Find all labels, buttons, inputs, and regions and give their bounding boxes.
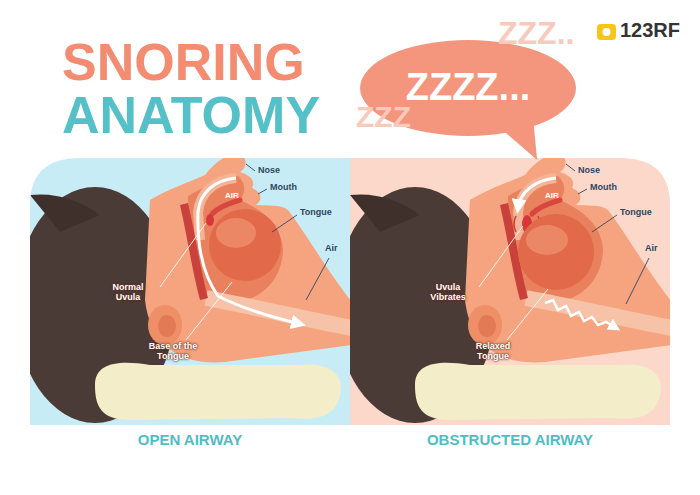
logo-lens xyxy=(603,28,611,36)
leader-line xyxy=(272,215,297,232)
leader-line xyxy=(566,164,575,171)
panel-caption: OPEN AIRWAY xyxy=(30,432,350,449)
leader-line xyxy=(592,215,617,232)
part-label: Normal Uvula xyxy=(100,283,156,303)
part-label: Air xyxy=(645,244,658,254)
tongue xyxy=(518,214,594,290)
panel-caption: OBSTRUCTED AIRWAY xyxy=(350,432,670,449)
uvula xyxy=(206,214,214,226)
soft-palate xyxy=(532,200,560,214)
leader-line xyxy=(246,164,255,171)
part-label: Base of the Tongue xyxy=(140,342,206,362)
title: SNORING ANATOMY xyxy=(62,36,347,142)
air-label: AIR xyxy=(545,192,559,201)
air-label: AIR xyxy=(225,192,239,201)
leader-line xyxy=(306,258,329,300)
head-figure xyxy=(15,154,352,423)
leader-line xyxy=(186,282,232,340)
snore-letters: ZZZ xyxy=(356,100,411,133)
leader-line xyxy=(258,189,267,194)
head-figure xyxy=(335,154,672,423)
air-arrow xyxy=(198,178,300,324)
leader-lines xyxy=(160,164,649,340)
watermark: 123RF xyxy=(620,19,680,41)
part-label: Nose xyxy=(578,166,600,176)
snore-letters: ZZZ.. xyxy=(498,16,574,51)
part-label: Mouth xyxy=(590,183,617,193)
part-label: Nose xyxy=(258,166,280,176)
part-label: Relaxed Tongue xyxy=(460,342,526,362)
snore-text: ZZZZ... xyxy=(406,67,531,109)
obstructed-head xyxy=(335,154,672,423)
part-label: Mouth xyxy=(270,183,297,193)
leader-line xyxy=(160,223,206,287)
leader-line xyxy=(578,189,587,194)
tongue-highlight xyxy=(216,218,256,248)
open-head xyxy=(15,154,352,423)
tongue xyxy=(209,209,281,281)
tongue-highlight xyxy=(526,225,568,255)
leader-line xyxy=(626,258,649,304)
logo-icon xyxy=(597,24,616,40)
leader-line xyxy=(507,289,548,340)
part-label: Air xyxy=(325,244,338,254)
part-label: Tongue xyxy=(300,208,332,218)
squiggly-air-arrow xyxy=(545,300,616,328)
part-label: Tongue xyxy=(620,208,652,218)
part-label: Uvula Vibrates xyxy=(418,283,478,303)
leader-line xyxy=(479,226,523,287)
